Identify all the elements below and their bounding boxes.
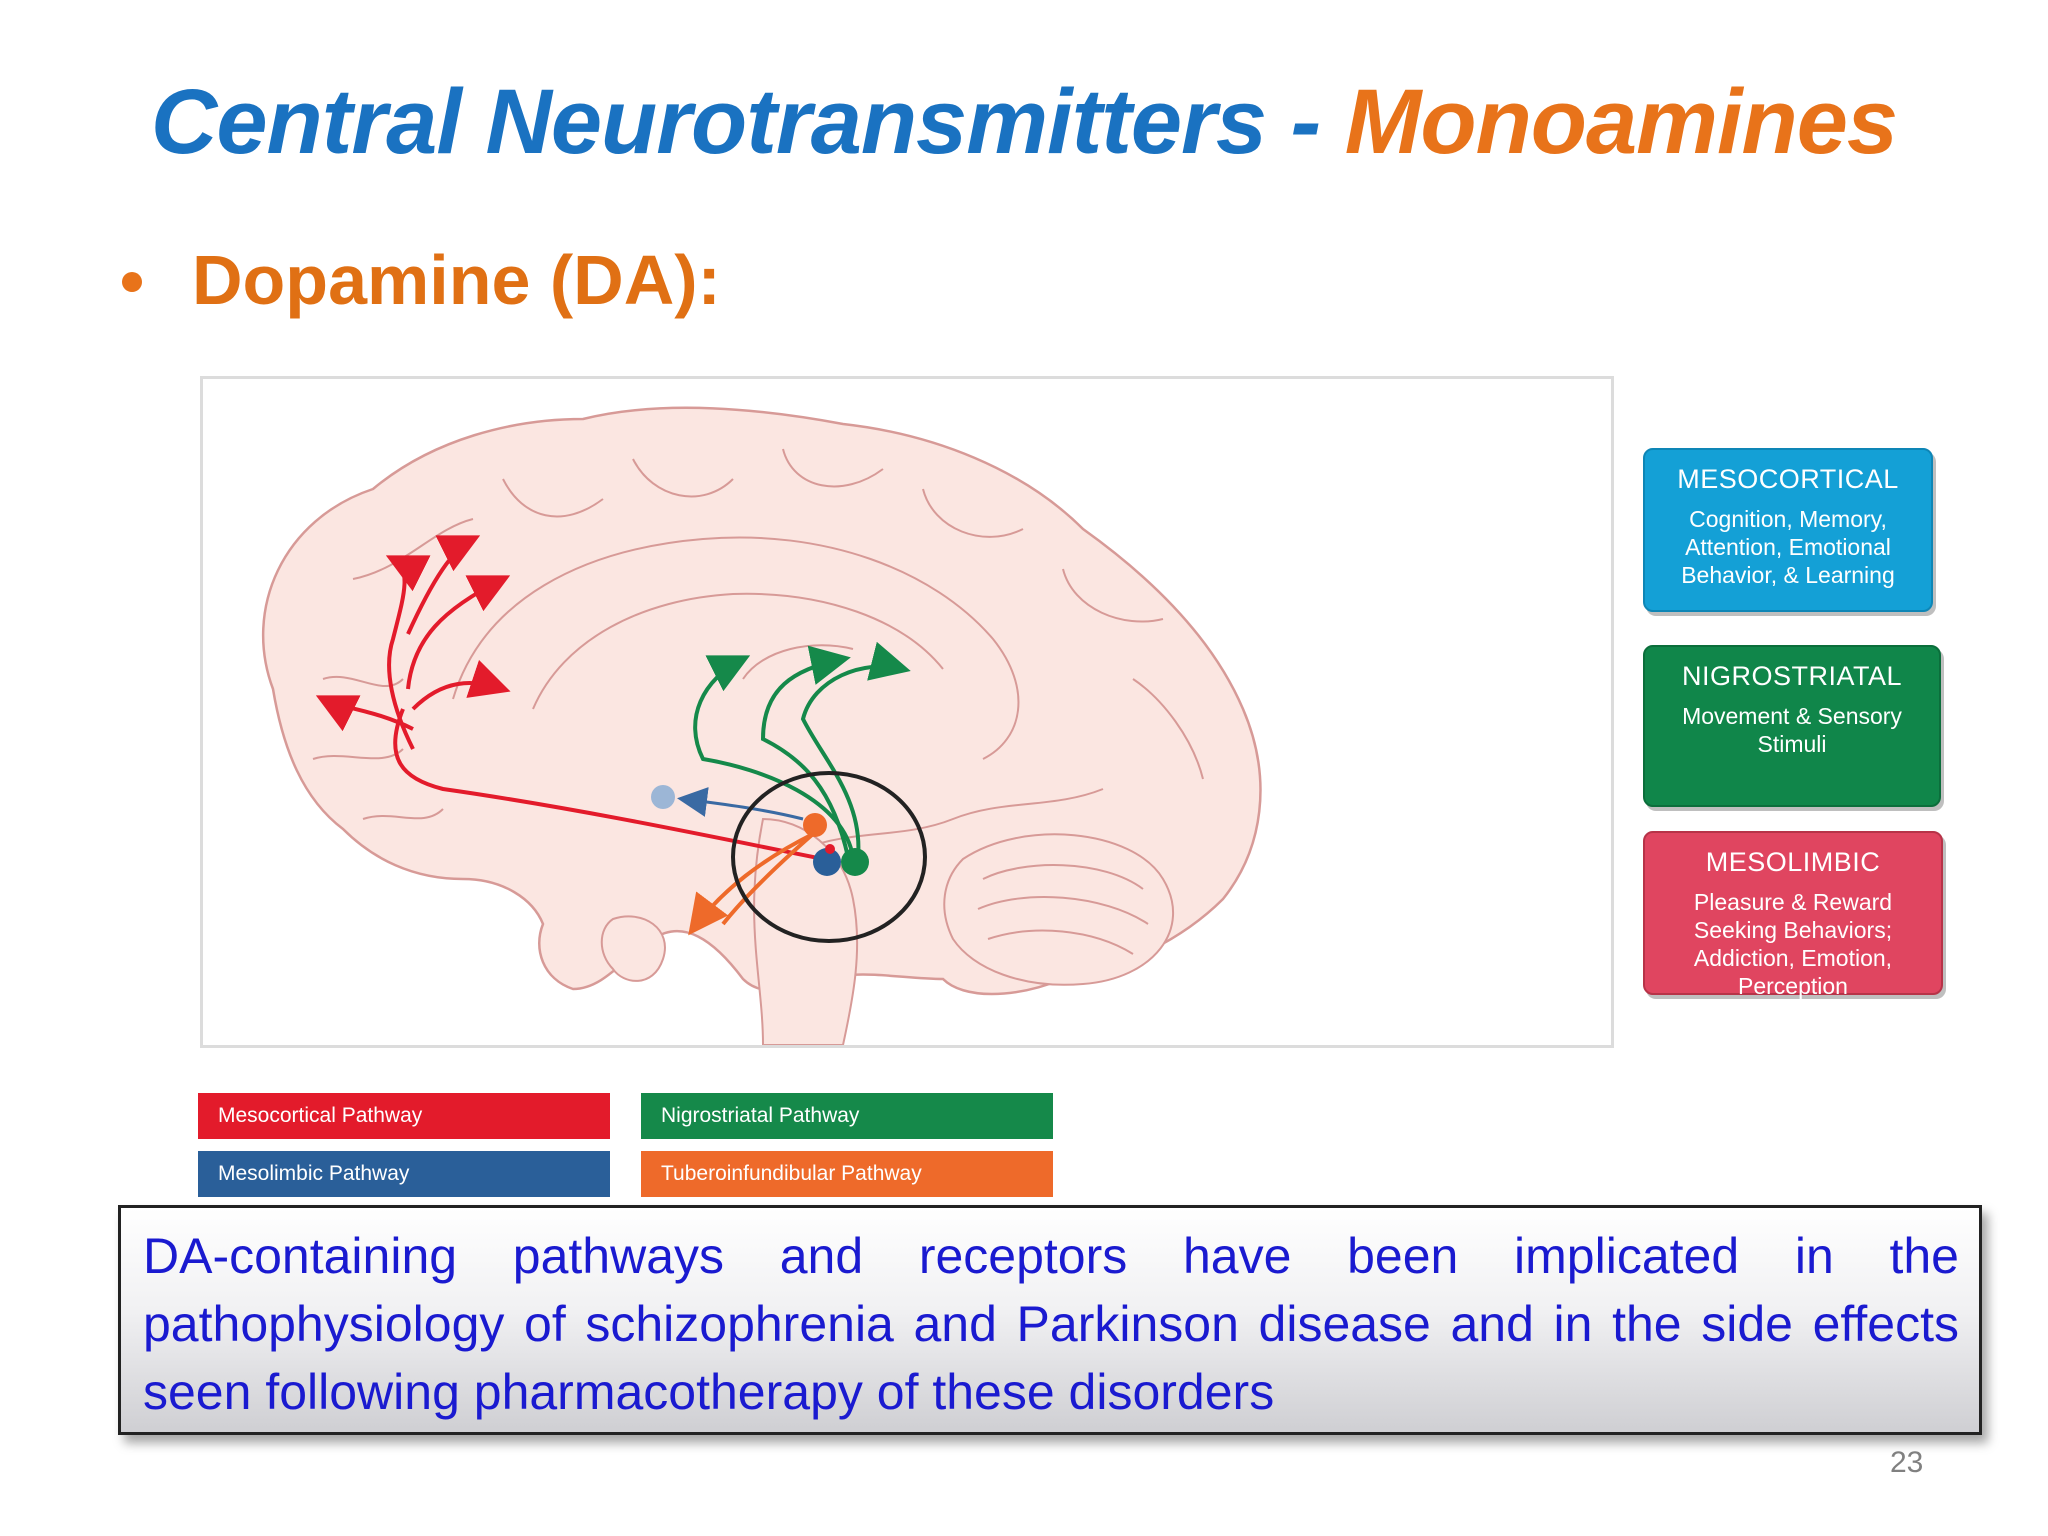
mesolimbic-target-node <box>651 785 675 809</box>
callout-text: DA-containing pathways and receptors hav… <box>143 1228 1959 1420</box>
title-part-1: Central Neurotransmitters <box>150 71 1267 173</box>
mesocortical-pathway <box>315 535 824 861</box>
mesocortical-description: Cognition, Memory, Attention, Emotional … <box>1681 506 1895 588</box>
mesolimbic-node <box>813 848 841 876</box>
tuberoinfundibular-node <box>803 813 827 837</box>
title-separator: - <box>1266 71 1345 173</box>
bullet-dot-icon <box>122 272 142 292</box>
legend-mesocortical: Mesocortical Pathway <box>198 1093 610 1139</box>
nigrostriatal-node <box>841 848 869 876</box>
bullet-text: Dopamine (DA): <box>192 241 721 319</box>
mesocortical-node <box>825 844 835 854</box>
mesolimbic-description: Pleasure & Reward Seeking Behaviors; Add… <box>1693 889 1893 999</box>
mesolimbic-heading: MESOLIMBIC <box>1705 847 1881 877</box>
highlight-circle <box>731 771 927 943</box>
mesocortical-info-box: MESOCORTICAL Cognition, Memory, Attentio… <box>1643 448 1933 612</box>
page-number: 23 <box>1890 1446 1924 1479</box>
nigrostriatal-pathway <box>693 641 911 858</box>
mesolimbic-info-box: MESOLIMBIC Pleasure & Reward Seeking Beh… <box>1643 831 1943 999</box>
title-part-2: Monoamines <box>1344 71 1898 173</box>
legend-tuberoinfundibular: Tuberoinfundibular Pathway <box>641 1151 1053 1197</box>
mesocortical-heading: MESOCORTICAL <box>1677 464 1899 494</box>
callout-box: DA-containing pathways and receptors hav… <box>118 1205 1982 1435</box>
legend-mesolimbic: Mesolimbic Pathway <box>198 1151 610 1197</box>
tuberoinfundibular-pathway <box>688 832 815 936</box>
mesolimbic-pathway <box>677 787 804 821</box>
brain-inner-folds <box>312 448 1204 850</box>
nigrostriatal-info-box: NIGROSTRIATAL Movement & Sensory Stimuli <box>1643 645 1941 807</box>
legend-nigrostriatal: Nigrostriatal Pathway <box>641 1093 1053 1139</box>
nigrostriatal-heading: NIGROSTRIATAL <box>1681 661 1903 691</box>
bullet-item: Dopamine (DA): <box>122 240 721 320</box>
brain-diagram-frame <box>200 376 1614 1048</box>
nigrostriatal-description: Movement & Sensory Stimuli <box>1682 703 1902 757</box>
pituitary <box>600 915 666 982</box>
cerebellum <box>943 833 1175 986</box>
slide-title: Central Neurotransmitters - Monoamines <box>0 70 2048 175</box>
brain-diagram <box>261 406 1262 1045</box>
